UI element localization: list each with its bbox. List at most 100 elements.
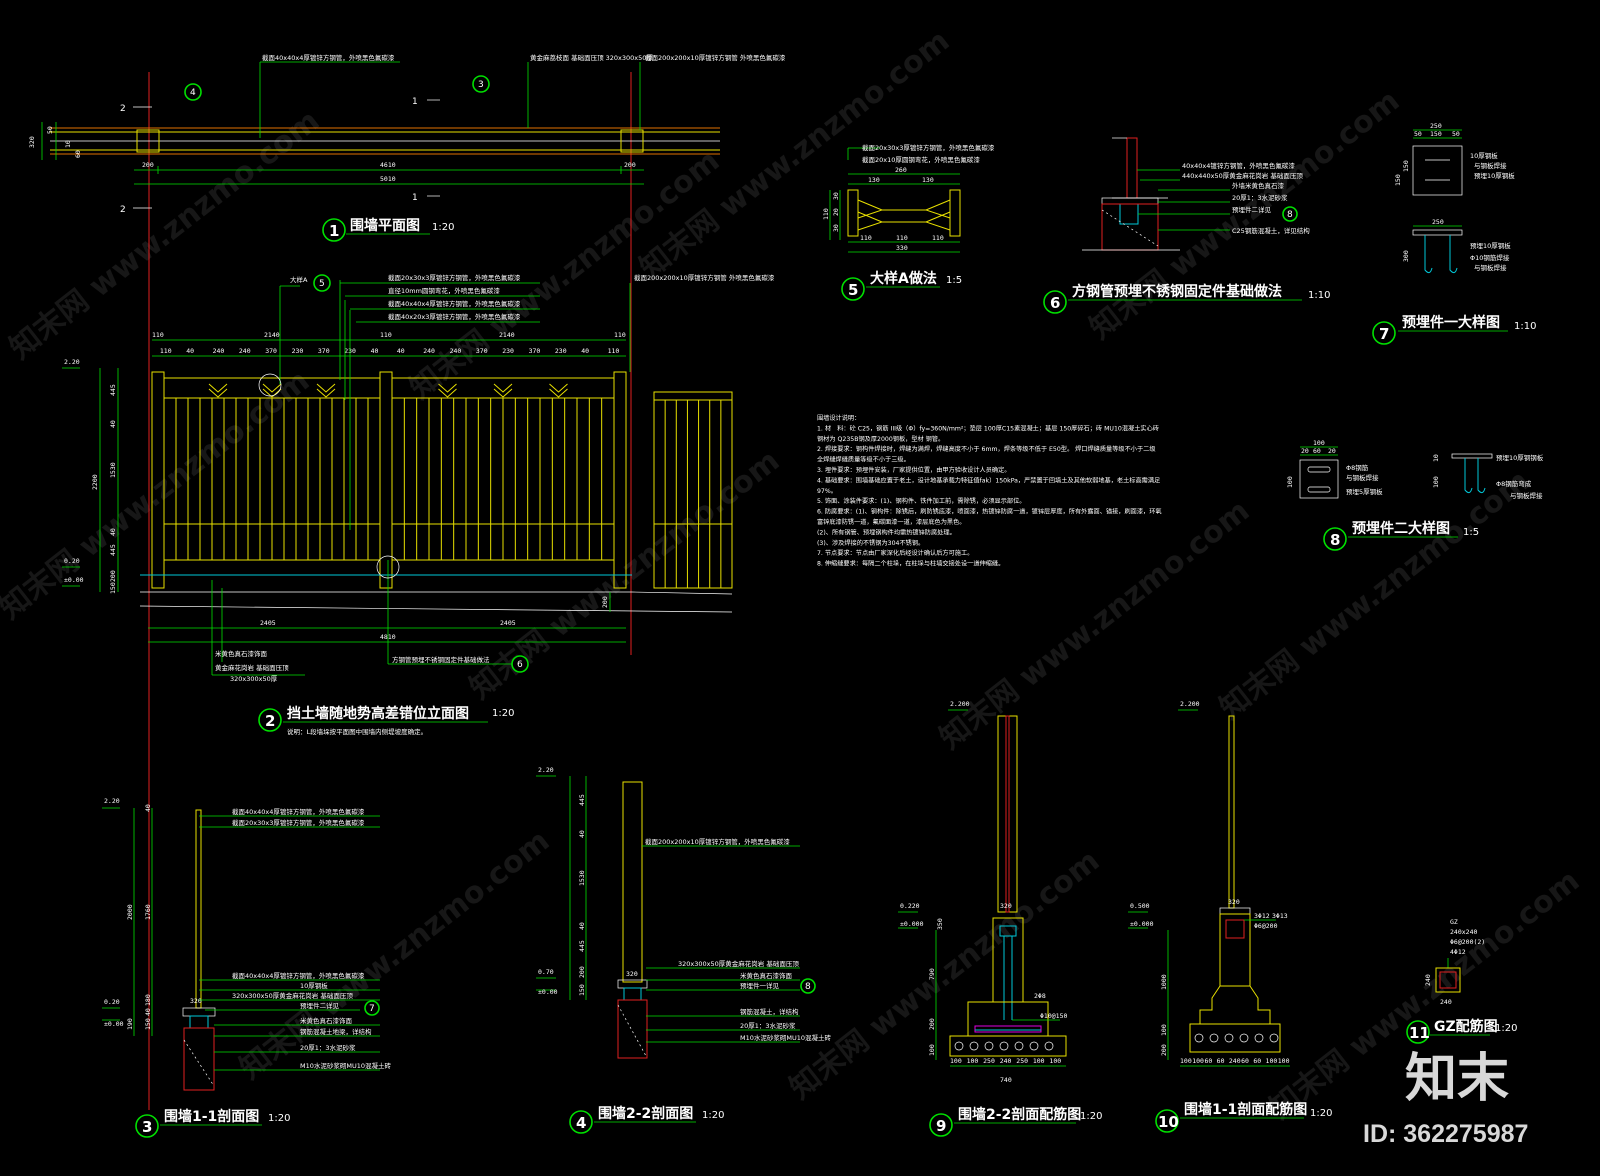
plan-dim: 200: [624, 161, 636, 169]
detail5-left-dim: 30: [832, 192, 840, 200]
elevation-bottom-callout: 黄金麻花岗岩 基础面压顶: [215, 663, 289, 672]
drawing-pipe-foundation: 40x40x4镀锌方钢管，外喷黑色氟碳漆 440x440x50厚黄金麻花岗岩 基…: [1043, 137, 1330, 314]
detail7-callout: 与钢板焊接: [1474, 263, 1507, 272]
note-line: 5. 饰面、涂装件要求：(1)、钢构件、铁件加工前，需除锈，必须显示部位。: [817, 497, 1025, 505]
fence-ornament: [262, 383, 282, 398]
drawing-title: 大样A做法: [870, 270, 937, 287]
elevation-left-dim: 40: [109, 420, 117, 428]
note-line: 4. 基础要求：围墙基础应置于老土，设计地基承载力特征值fak）150kPa，严…: [817, 476, 1160, 484]
level-label: 0.20: [104, 998, 120, 1006]
watermark: 知末网 www.znzmo.com: [233, 823, 556, 1086]
detail7-side-dim: 150: [1394, 174, 1402, 186]
detail5-bottom-dim: 110: [932, 234, 944, 242]
section22-callout: 320x300x50厚黄金麻花岗岩 基础面压顶: [678, 959, 799, 968]
section11-dim: 190: [126, 1018, 134, 1030]
section22-width: 320: [626, 970, 638, 978]
watermark: 知末网 www.znzmo.com: [3, 103, 326, 366]
elevation-top-dim-minor: 240: [213, 347, 225, 355]
elevation-top-dim: 110: [152, 331, 164, 339]
plan-callout: 黄金麻荔枝面 基础面压顶 320x300x50厚: [530, 53, 653, 62]
level-label: ±0.000: [900, 920, 924, 928]
note-line: 3. 埋件要求：预埋件安装，厂家提供位置，由甲方验收设计人员确定。: [817, 466, 1011, 474]
elevation-callout: 直径10mm圆钢弯花，外喷黑色氟碳漆: [388, 286, 500, 295]
section22-dim: 445: [578, 940, 586, 952]
section22-dim: 150: [578, 984, 586, 996]
detail8-dim: 20: [1301, 447, 1309, 455]
elevation-top-dim-minor: 40: [397, 347, 405, 355]
section9-side-dim: 200: [928, 1018, 936, 1030]
detail8-dim: 100: [1432, 476, 1440, 488]
drawing-plan: 200 4610 200 5010 320 50 10 60 2 2 1 1 截…: [28, 53, 786, 1110]
note-line: 97%。: [817, 488, 837, 495]
elevation-left-total: 2200: [91, 474, 99, 490]
section22-dim: 200: [578, 966, 586, 978]
plan-callout: 截面40x40x4厚镀锌方钢管，外喷黑色氟碳漆: [262, 53, 395, 62]
section11-dim: 2000: [126, 904, 134, 920]
section10-rebar: 3Φ12: [1254, 912, 1270, 920]
fence-panels: [164, 377, 732, 588]
brand-logo: 知末: [1405, 1049, 1509, 1109]
elevation-top-dim-minor: 40: [371, 347, 379, 355]
detail6-callout: 预埋件二详见: [1232, 205, 1272, 214]
section-mark: 1: [412, 97, 418, 107]
drawing-scale: 1:20: [702, 1110, 724, 1121]
section11-callout: 米黄色真石漆饰面: [300, 1016, 353, 1025]
detail-ref-7: 7: [369, 1004, 375, 1014]
drawing-scale: 1:5: [946, 275, 962, 286]
detail-ref-8: 8: [1287, 210, 1293, 220]
elevation-top-dim-minor: 240: [239, 347, 251, 355]
elevation-top-dim: 110: [614, 331, 626, 339]
gz-rebar: Φ6@200(2): [1450, 938, 1485, 946]
section-mark: 2: [120, 104, 126, 114]
section11-callout: 预埋件二详见: [300, 1001, 340, 1010]
level-label: 0.220: [900, 902, 920, 910]
drawing-embed-2: 100 20 60 20 100 Φ8钢筋 与钢板焊接 预埋5厚钢板 10 10…: [1286, 439, 1544, 551]
section22-callout: 预埋件一详见: [740, 981, 780, 990]
detail6-callout: 20厚1：3水泥砂浆: [1232, 193, 1288, 202]
gz-rebar: 4Φ12: [1450, 948, 1466, 956]
section9-top-dim: 320: [1000, 902, 1012, 910]
section22-callout: 截面200x200x10厚镀锌方钢管，外喷黑色氟碳漆: [645, 837, 790, 846]
drawing-title: 预埋件二大样图: [1352, 520, 1450, 537]
level-label: ±0.00: [538, 988, 558, 996]
section11-callout: 20厚1：3水泥砂浆: [300, 1043, 356, 1052]
detail7-side-dim: 150: [1402, 160, 1410, 172]
section10-side-dim: 200: [1160, 1044, 1168, 1056]
drawing-scale: 1:10: [1514, 321, 1536, 332]
section9-total: 740: [1000, 1076, 1012, 1084]
section22-callout: 钢筋混凝土，详结构: [740, 1007, 799, 1016]
section22-dim: 40: [578, 830, 586, 838]
elevation-top-dim-minor: 230: [502, 347, 514, 355]
drawing-number: 7: [1379, 325, 1389, 343]
level-label: ±0.00: [104, 1020, 124, 1028]
detail7-callout: 10厚钢板: [1470, 151, 1498, 160]
section22-dim: 445: [578, 794, 586, 806]
section9-bottom-dim: 240: [1000, 1057, 1012, 1065]
brand-stamp: 知末 ID: 362275987: [1363, 1049, 1528, 1148]
section9-bottom-dim: 100: [950, 1057, 962, 1065]
section11-callout: 截面20x30x3厚镀锌方钢管，外喷黑色氟碳漆: [232, 818, 365, 827]
section10-rebar: 3Φ13: [1272, 912, 1288, 920]
detail8-callout: 与钢板焊接: [1510, 491, 1543, 500]
section22-callout: 米黄色真石漆饰面: [740, 971, 793, 980]
elevation-callout: 截面200x200x10厚镀锌方钢管 外喷黑色氟碳漆: [634, 273, 775, 282]
detail8-dim: 100: [1286, 476, 1294, 488]
section9-rebar: Φ10@150: [1040, 1012, 1067, 1020]
level-label: 0.500: [1130, 902, 1150, 910]
gz-size: 240x240: [1450, 928, 1477, 936]
detail7-bottom-dim: 300: [1402, 250, 1410, 262]
detail5-dim: 130: [868, 176, 880, 184]
section-mark: 2: [120, 205, 126, 215]
detail5-total: 330: [896, 244, 908, 252]
detail8-callout: Φ8钢筋弯成: [1496, 479, 1532, 488]
section22-dim: 1530: [578, 870, 586, 886]
section9-side-dim: 790: [928, 968, 936, 980]
fence-ornament: [316, 383, 336, 398]
section10-bottom-dim: 100: [1180, 1057, 1192, 1065]
detail5-callout: 截面20x10厚圆钢弯花，外喷黑色氟碳漆: [862, 155, 980, 164]
note-line: (3)、涉及焊接的不锈钢为304不锈钢。: [817, 539, 924, 547]
section22-dim: 40: [578, 922, 586, 930]
